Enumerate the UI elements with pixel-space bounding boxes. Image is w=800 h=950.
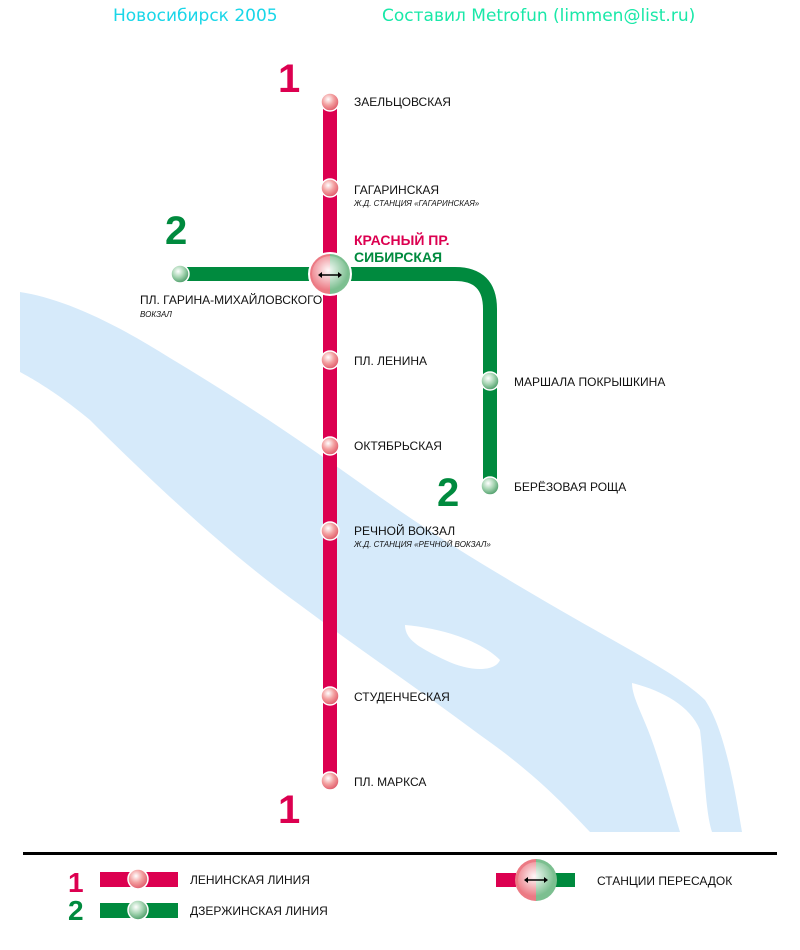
svg-text:1: 1 [68,867,84,898]
legend-line-2: 2 ДЗЕРЖИНСКАЯ ЛИНИЯ [68,895,328,926]
map-title: Новосибирск 2005 [113,6,278,26]
station-rechnoy-vokzal[interactable]: РЕЧНОЙ ВОКЗАЛ Ж.Д. СТАНЦИЯ «РЕЧНОЙ ВОКЗАЛ… [320,521,491,549]
svg-text:ПЛ. ЛЕНИНА: ПЛ. ЛЕНИНА [354,354,427,368]
svg-text:РЕЧНОЙ ВОКЗАЛ: РЕЧНОЙ ВОКЗАЛ [354,523,455,538]
svg-text:ЛЕНИНСКАЯ ЛИНИЯ: ЛЕНИНСКАЯ ЛИНИЯ [190,873,310,887]
river-bank [632,683,712,832]
line-2-track [180,267,497,486]
station-zaeltsovskaya[interactable]: ЗАЕЛЬЦОВСКАЯ [320,92,451,112]
line-1-number-bottom: 1 [278,788,300,832]
svg-text:СТАНЦИИ ПЕРЕСАДОК: СТАНЦИИ ПЕРЕСАДОК [597,874,732,888]
line-1-number-top: 1 [278,57,300,101]
station-garina-mikhaylovskogo[interactable]: ПЛ. ГАРИНА-МИХАЙЛОВСКОГО ВОКЗАЛ [140,264,322,319]
legend-transfer: СТАНЦИИ ПЕРЕСАДОК [496,859,732,901]
svg-text:СТУДЕНЧЕСКАЯ: СТУДЕНЧЕСКАЯ [354,690,450,704]
svg-text:2: 2 [68,895,84,926]
line-2-number-right: 2 [437,471,459,515]
station-studencheskaya[interactable]: СТУДЕНЧЕСКАЯ [320,686,450,706]
svg-text:БЕРЁЗОВАЯ РОЩА: БЕРЁЗОВАЯ РОЩА [514,480,626,494]
map-credit: Составил Metrofun (limmen@list.ru) [382,6,696,26]
svg-text:МАРШАЛА ПОКРЫШКИНА: МАРШАЛА ПОКРЫШКИНА [514,375,665,389]
station-pokryshkina[interactable]: МАРШАЛА ПОКРЫШКИНА [480,371,665,391]
station-marksa[interactable]: ПЛ. МАРКСА [320,771,426,791]
station-gagarinskaya[interactable]: ГАГАРИНСКАЯ Ж.Д. СТАНЦИЯ «ГАГАРИНСКАЯ» [320,178,480,208]
river [20,292,742,832]
legend-divider [23,852,777,855]
svg-text:ОКТЯБРЬСКАЯ: ОКТЯБРЬСКАЯ [354,439,442,453]
island [405,625,500,669]
line-2-number-left: 2 [165,209,187,253]
svg-text:ПЛ. МАРКСА: ПЛ. МАРКСА [354,775,426,789]
svg-text:ГАГАРИНСКАЯ: ГАГАРИНСКАЯ [354,183,439,197]
station-transfer-krasny-sibirskaya[interactable]: КРАСНЫЙ ПР. СИБИРСКАЯ [308,231,449,296]
svg-text:ПЛ. ГАРИНА-МИХАЙЛОВСКОГО: ПЛ. ГАРИНА-МИХАЙЛОВСКОГО [140,292,322,307]
svg-text:Ж.Д. СТАНЦИЯ «ГАГАРИНСКАЯ»: Ж.Д. СТАНЦИЯ «ГАГАРИНСКАЯ» [353,199,480,208]
svg-text:ВОКЗАЛ: ВОКЗАЛ [140,310,172,319]
station-lenina[interactable]: ПЛ. ЛЕНИНА [320,350,427,370]
svg-text:Ж.Д. СТАНЦИЯ «РЕЧНОЙ ВОКЗАЛ»: Ж.Д. СТАНЦИЯ «РЕЧНОЙ ВОКЗАЛ» [353,540,491,549]
station-krasny-label: КРАСНЫЙ ПР. [354,231,449,248]
transfer-arrow-icon [318,272,342,278]
station-oktyabrskaya[interactable]: ОКТЯБРЬСКАЯ [320,436,442,456]
legend-line-1: 1 ЛЕНИНСКАЯ ЛИНИЯ [68,867,310,898]
station-berezovaya-roshcha[interactable]: БЕРЁЗОВАЯ РОЩА [480,476,626,496]
station-sibirskaya-label: СИБИРСКАЯ [354,249,442,265]
svg-text:ЗАЕЛЬЦОВСКАЯ: ЗАЕЛЬЦОВСКАЯ [354,95,451,109]
svg-text:ДЗЕРЖИНСКАЯ ЛИНИЯ: ДЗЕРЖИНСКАЯ ЛИНИЯ [190,904,328,918]
